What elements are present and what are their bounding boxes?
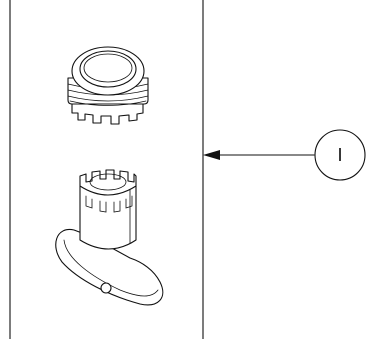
key-shaft	[79, 185, 137, 250]
key-crown-inner	[89, 173, 127, 191]
callout-bubble	[314, 129, 366, 181]
cap-thread-line-4	[69, 100, 147, 106]
key-notch-3	[113, 200, 121, 213]
key-crown-outer	[79, 169, 137, 196]
cap-castellated-base	[71, 102, 144, 125]
callout-label: I	[337, 145, 342, 165]
key-notch-4	[125, 195, 133, 209]
key-notch-1	[85, 195, 93, 209]
key-notch-2	[99, 200, 107, 213]
removal-key-part	[55, 169, 164, 306]
cap-thread-line-3	[67, 95, 149, 102]
aerator-cap-part	[67, 46, 149, 125]
panel-frame	[9, 0, 204, 339]
cap-dome	[83, 53, 133, 83]
key-handle-hole	[100, 282, 112, 294]
callout: I	[203, 129, 366, 181]
key-handle	[55, 229, 164, 306]
cap-inner-ring	[79, 50, 137, 88]
callout-arrowhead	[203, 150, 220, 160]
key-handle-edge	[63, 239, 159, 297]
